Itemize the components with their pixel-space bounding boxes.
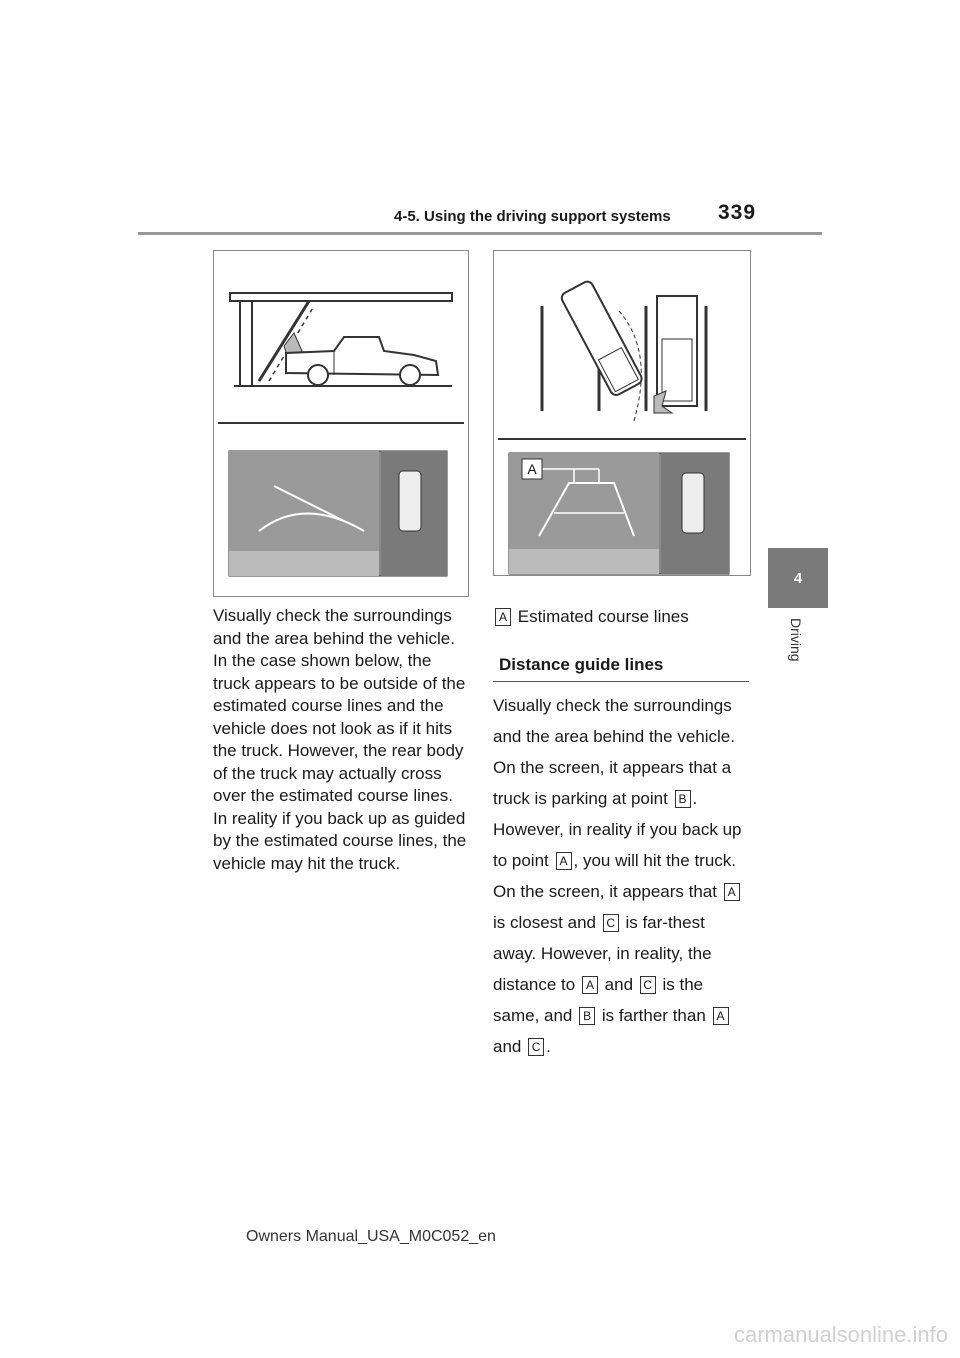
subheading-text: Distance guide lines: [499, 655, 664, 674]
watermark: carmanualsonline.info: [733, 1322, 948, 1347]
point-label: C: [639, 976, 656, 994]
point-label: A: [723, 883, 740, 901]
text-run: is closest and: [493, 913, 601, 932]
chapter-label: Driving: [788, 618, 804, 662]
caption-label: A: [495, 608, 511, 626]
figure-carport-truck: [213, 250, 469, 597]
text-run: is the same, and: [493, 975, 704, 1025]
text-run: and: [599, 975, 638, 994]
point-label: A: [581, 976, 598, 994]
figure-label-a: A: [527, 461, 537, 477]
point-label: A: [555, 852, 572, 870]
carport-illustration: [218, 292, 464, 577]
text-run: , you will hit the truck. On the screen,…: [493, 851, 737, 901]
point-label: C: [602, 914, 619, 932]
point-label: B: [579, 1007, 596, 1025]
figure-caption: A Estimated course lines: [493, 607, 689, 627]
footer-manual-id: Owners Manual_USA_M0C052_en: [246, 1228, 496, 1245]
text-run: Visually check the surroundings and the …: [493, 696, 735, 808]
page-number: 339: [718, 201, 757, 224]
text-run: and: [493, 1037, 527, 1056]
point-label: C: [528, 1038, 545, 1056]
text-run: . However, in reality if you back up to …: [493, 789, 742, 870]
section-title: 4-5. Using the driving support systems: [394, 208, 671, 225]
header-rule: [138, 232, 822, 235]
caption-text: Estimated course lines: [517, 607, 689, 626]
point-label: A: [712, 1007, 729, 1025]
text-run: is farther than: [597, 1006, 711, 1025]
text-run: is far-thest away. However, in reality, …: [493, 913, 712, 994]
chapter-tab: 4: [768, 548, 828, 608]
right-paragraph: Visually check the surroundings and the …: [493, 690, 749, 1062]
point-label: B: [674, 790, 691, 808]
text-run: .: [546, 1037, 551, 1056]
left-paragraph: Visually check the surroundings and the …: [213, 606, 467, 873]
chapter-number: 4: [793, 569, 803, 587]
figure-parking-overhead: A: [493, 250, 751, 576]
parking-illustration: A: [498, 280, 746, 575]
subheading: Distance guide lines: [493, 647, 749, 682]
